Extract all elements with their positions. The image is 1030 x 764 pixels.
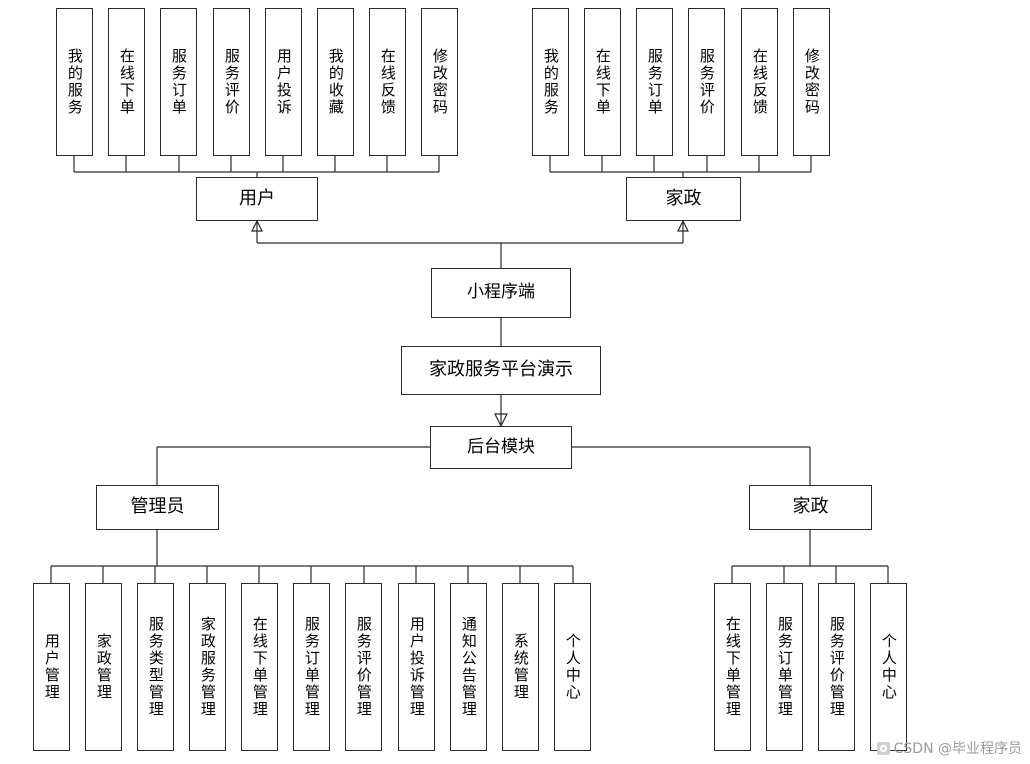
- leaf-housekeeping-back-feature-3[interactable]: 个人中心: [870, 583, 907, 751]
- leaf-admin-feature-4[interactable]: 在线下单管理: [241, 583, 278, 751]
- leaf-admin-feature-2[interactable]: 服务类型管理: [137, 583, 174, 751]
- leaf-housekeeping-back-feature-0[interactable]: 在线下单管理: [714, 583, 751, 751]
- leaf-user-feature-2[interactable]: 服务订单: [160, 8, 197, 156]
- leaf-user-feature-7[interactable]: 修改密码: [421, 8, 458, 156]
- leaf-admin-feature-1[interactable]: 家政管理: [85, 583, 122, 751]
- platform-root-node[interactable]: 家政服务平台演示: [401, 346, 601, 395]
- leaf-admin-feature-5[interactable]: 服务订单管理: [293, 583, 330, 751]
- leaf-admin-feature-0[interactable]: 用户管理: [33, 583, 70, 751]
- leaf-housekeeping-front-feature-1[interactable]: 在线下单: [584, 8, 621, 156]
- leaf-user-feature-1[interactable]: 在线下单: [108, 8, 145, 156]
- leaf-housekeeping-front-feature-3[interactable]: 服务评价: [688, 8, 725, 156]
- leaf-user-feature-3[interactable]: 服务评价: [213, 8, 250, 156]
- leaf-housekeeping-front-feature-2[interactable]: 服务订单: [636, 8, 673, 156]
- leaf-admin-feature-3[interactable]: 家政服务管理: [189, 583, 226, 751]
- backend-module-node[interactable]: 后台模块: [430, 426, 572, 469]
- leaf-user-feature-4[interactable]: 用户投诉: [265, 8, 302, 156]
- leaf-housekeeping-front-feature-0[interactable]: 我的服务: [532, 8, 569, 156]
- leaf-user-feature-0[interactable]: 我的服务: [56, 8, 93, 156]
- role-user[interactable]: 用户: [196, 177, 318, 221]
- mini-program-node[interactable]: 小程序端: [431, 268, 571, 318]
- role-housekeeping-front[interactable]: 家政: [626, 177, 741, 221]
- leaf-housekeeping-back-feature-1[interactable]: 服务订单管理: [766, 583, 803, 751]
- leaf-housekeeping-back-feature-2[interactable]: 服务评价管理: [818, 583, 855, 751]
- leaf-admin-feature-10[interactable]: 个人中心: [554, 583, 591, 751]
- watermark: CSDN @毕业程序员: [876, 738, 1022, 758]
- leaf-user-feature-5[interactable]: 我的收藏: [317, 8, 354, 156]
- leaf-housekeeping-front-feature-5[interactable]: 修改密码: [793, 8, 830, 156]
- leaf-admin-feature-8[interactable]: 通知公告管理: [450, 583, 487, 751]
- leaf-admin-feature-6[interactable]: 服务评价管理: [345, 583, 382, 751]
- csdn-logo-icon: [876, 741, 890, 755]
- role-admin[interactable]: 管理员: [96, 485, 219, 530]
- leaf-user-feature-6[interactable]: 在线反馈: [369, 8, 406, 156]
- watermark-text: CSDN @毕业程序员: [893, 741, 1022, 757]
- leaf-admin-feature-7[interactable]: 用户投诉管理: [398, 583, 435, 751]
- role-housekeeping-back[interactable]: 家政: [749, 485, 872, 530]
- leaf-admin-feature-9[interactable]: 系统管理: [502, 583, 539, 751]
- leaf-housekeeping-front-feature-4[interactable]: 在线反馈: [741, 8, 778, 156]
